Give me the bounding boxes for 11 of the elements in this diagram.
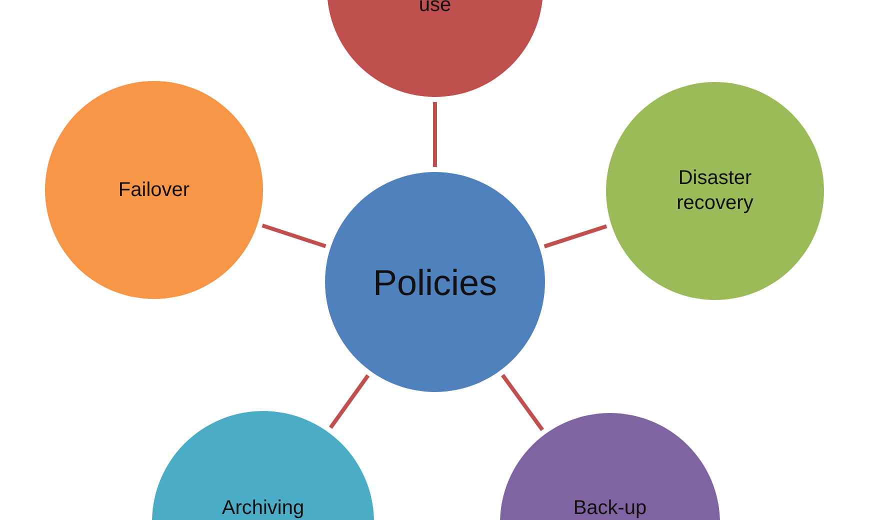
node-label: Back-up [573, 496, 647, 520]
node-label: Archiving [222, 496, 304, 520]
connector-line [544, 224, 608, 248]
node-label: Disaster recovery [676, 166, 754, 216]
connector-line [433, 102, 437, 167]
node-label: Policies [372, 260, 498, 304]
connector-line [262, 224, 326, 248]
connector-line [328, 374, 370, 429]
connector-line [500, 374, 544, 432]
node-label: Failover [118, 178, 190, 202]
node-label: use [418, 0, 452, 18]
